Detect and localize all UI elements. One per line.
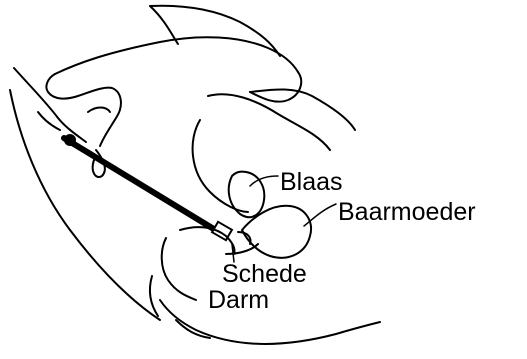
leader-baarmoeder xyxy=(304,204,336,226)
rod-tip-left xyxy=(64,134,76,146)
label-baarmoeder: Baarmoeder xyxy=(338,198,476,226)
label-darm: Darm xyxy=(208,286,269,314)
leader-blaas xyxy=(250,176,278,186)
bladder-shape xyxy=(229,172,265,218)
rod-tip-right xyxy=(212,222,232,240)
uterus-shape xyxy=(242,206,311,258)
label-blaas: Blaas xyxy=(280,168,343,196)
label-schede: Schede xyxy=(222,260,307,288)
